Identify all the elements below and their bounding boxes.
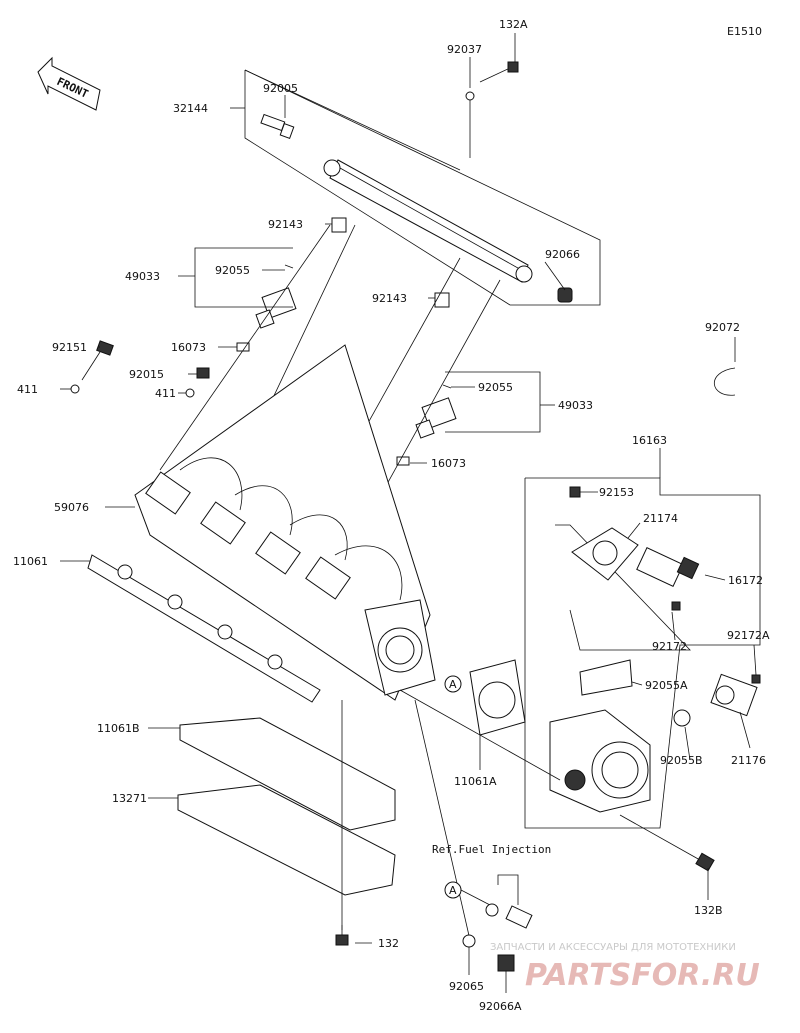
- label-92066A: 92066A: [479, 1000, 522, 1013]
- label-92172A: 92172A: [727, 629, 770, 642]
- spacer-92143-a: [331, 217, 347, 233]
- label-92037: 92037: [447, 43, 482, 56]
- label-92055-a: 92055: [215, 264, 250, 277]
- label-11061: 11061: [13, 555, 48, 568]
- ref-fuel-injection: [444, 874, 533, 929]
- injector-right: [396, 384, 457, 466]
- bolt-92151: [81, 340, 114, 381]
- clamp-92037: [465, 91, 475, 158]
- label-16163: 16163: [632, 434, 667, 447]
- fuel-rail: [329, 159, 529, 283]
- label-92005: 92005: [263, 82, 298, 95]
- watermark-tagline: ЗАПЧАСТИ И АКСЕССУАРЫ ДЛЯ МОТОТЕХНИКИ: [490, 942, 736, 953]
- label-49033-b: 49033: [558, 399, 593, 412]
- label-21176: 21176: [731, 754, 766, 767]
- label-21174: 21174: [643, 512, 678, 525]
- label-92065: 92065: [449, 980, 484, 993]
- label-92055-b: 92055: [478, 381, 513, 394]
- screw-92172: [671, 601, 681, 611]
- bolt-132B: [619, 814, 715, 872]
- ref-note: Ref.Fuel Injection: [432, 843, 551, 856]
- cap-92066: [557, 287, 573, 303]
- o-ring-ref: [485, 903, 499, 917]
- label-92055B: 92055B: [660, 754, 703, 767]
- throttle-body-group: [524, 477, 761, 829]
- intake-manifold: [134, 344, 436, 701]
- label-11061B: 11061B: [97, 722, 140, 735]
- label-92015: 92015: [129, 368, 164, 381]
- callout-a-bottom-label: A: [449, 884, 457, 897]
- callout-a-top: [444, 675, 462, 693]
- spacer-92143-b: [434, 292, 450, 308]
- label-49033-a: 49033: [125, 270, 160, 283]
- label-16172: 16172: [728, 574, 763, 587]
- gasket-92055A: [579, 659, 633, 696]
- label-16073-b: 16073: [431, 457, 466, 470]
- gasket-11061: [87, 554, 321, 703]
- plug-92066A: [497, 954, 515, 972]
- label-92153: 92153: [599, 486, 634, 499]
- fuel-rail-group: [244, 61, 601, 308]
- screw-92153: [569, 486, 581, 498]
- gasket-11061A: [469, 659, 526, 736]
- bolt-132: [335, 700, 349, 946]
- label-92143-a: 92143: [268, 218, 303, 231]
- watermark-brand: PARTSFOR.RU: [525, 958, 760, 993]
- label-59076: 59076: [54, 501, 89, 514]
- washer-411-b: [185, 388, 195, 398]
- label-132B: 132B: [694, 904, 723, 917]
- diagram-code: E1510: [727, 25, 762, 38]
- label-411-b: 411: [155, 387, 176, 400]
- label-132A: 132A: [499, 18, 528, 31]
- gasket-11061B: [179, 717, 396, 831]
- label-92151: 92151: [52, 341, 87, 354]
- label-92072: 92072: [705, 321, 740, 334]
- label-32144: 32144: [173, 102, 208, 115]
- washer-92065: [462, 934, 476, 948]
- plate-13271: [177, 784, 396, 896]
- bolt-132A: [479, 61, 519, 83]
- label-92172: 92172: [652, 640, 687, 653]
- washer-411-a: [70, 384, 80, 394]
- fitting-92005: [260, 113, 295, 139]
- label-16073-a: 16073: [171, 341, 206, 354]
- label-92143-b: 92143: [372, 292, 407, 305]
- label-132: 132: [378, 937, 399, 950]
- label-11061A: 11061A: [454, 775, 497, 788]
- temp-sensor: [505, 905, 533, 929]
- nut-92015: [196, 367, 210, 379]
- o-ring-92055B: [673, 709, 691, 727]
- ring-92072: [713, 367, 736, 396]
- sensor-21176: [710, 673, 758, 717]
- callout-a-top-label: A: [449, 678, 457, 691]
- throttle-body: [549, 709, 651, 813]
- screw-92172A: [751, 674, 761, 684]
- front-arrow-badge: FRONT: [37, 56, 101, 111]
- label-92055A: 92055A: [645, 679, 688, 692]
- label-92066: 92066: [545, 248, 580, 261]
- label-13271: 13271: [112, 792, 147, 805]
- injector-left: [236, 264, 297, 352]
- isc-valve-16172: [636, 547, 700, 587]
- label-411-a: 411: [17, 383, 38, 396]
